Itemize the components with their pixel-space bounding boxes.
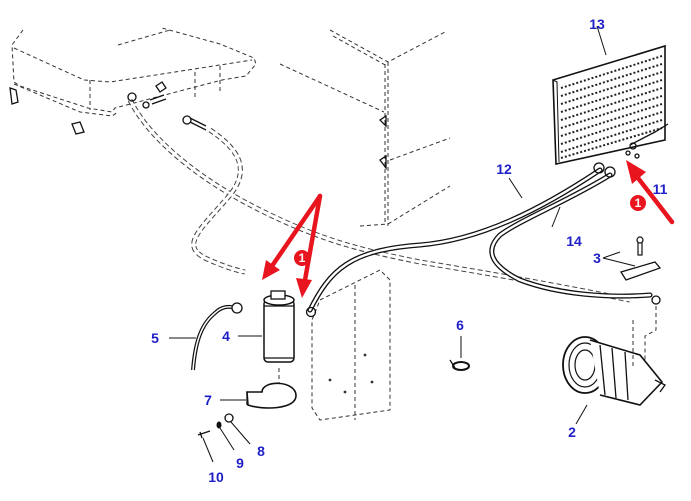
compressor [562,306,666,406]
part-label-2[interactable]: 2 [568,424,576,440]
part-label-8[interactable]: 8 [257,443,265,459]
part-label-10[interactable]: 10 [208,469,224,485]
callout-badge-drier[interactable]: 1 [294,250,310,266]
part-label-13[interactable]: 13 [589,16,605,32]
lock-washer [216,421,222,429]
receiver-drier [263,290,295,390]
condenser [552,44,669,165]
bolt [197,430,211,439]
cab-panel-outline [279,29,451,227]
part-label-12[interactable]: 12 [496,161,512,177]
cab-fittings [127,81,207,131]
part-label-11[interactable]: 11 [653,181,668,197]
part-label-4[interactable]: 4 [222,328,230,344]
mounting-strap [246,382,297,409]
part-labels: 13 12 11 14 3 5 4 6 7 8 9 10 2 [151,16,668,485]
hose-clip [449,359,470,371]
hose-12 [305,162,605,318]
pressure-switch-cable [191,302,243,371]
cab-housing-outline [9,27,257,135]
part-label-9[interactable]: 9 [236,455,244,471]
part-label-14[interactable]: 14 [566,233,582,249]
mounting-bracket-plate [311,269,391,421]
washer [224,413,234,423]
callout-arrows-drier[interactable] [262,193,323,298]
callout-badge-text: 1 [299,251,306,265]
hose-14 [489,166,661,305]
part-label-5[interactable]: 5 [151,330,159,346]
bracket-plate-and-bolt [619,236,662,281]
part-label-6[interactable]: 6 [456,317,464,333]
part-label-3[interactable]: 3 [593,250,601,266]
callout-badge-condenser[interactable]: 1 [630,195,646,211]
callout-arrow-condenser[interactable] [626,160,675,225]
part-label-7[interactable]: 7 [204,392,212,408]
leader-lines [169,25,636,463]
condenser-fins [560,55,663,159]
callout-badge-text: 1 [635,196,642,210]
